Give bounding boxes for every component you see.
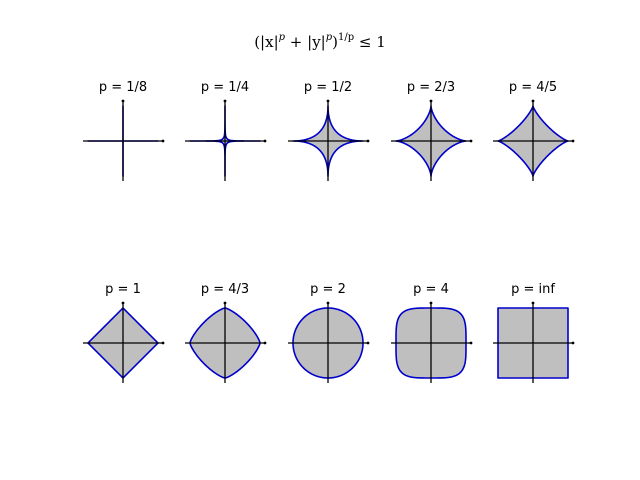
panel-title: p = 4: [413, 282, 449, 297]
x-axis-tip: [263, 341, 267, 345]
panel-title: p = inf: [511, 282, 555, 297]
figure-title: (|x|p + |y|p)1/p ≤ 1: [254, 32, 386, 51]
panel-title: p = 1/2: [304, 80, 352, 95]
y-axis-tip: [326, 301, 330, 305]
panel-title: p = 4/3: [201, 282, 249, 297]
panel-title: p = 4/5: [509, 80, 557, 95]
x-axis-tip: [366, 139, 370, 143]
y-axis-tip: [531, 99, 535, 103]
x-axis-tip: [161, 139, 165, 143]
panel-title: p = 2: [310, 282, 346, 297]
panel-title: p = 2/3: [407, 80, 455, 95]
y-axis-tip: [429, 301, 433, 305]
x-axis-tip: [263, 139, 267, 143]
x-axis-tip: [469, 139, 473, 143]
x-axis-tip: [469, 341, 473, 345]
y-axis-tip: [121, 99, 125, 103]
panel: p = 1/2: [288, 80, 370, 181]
panel: p = 4/5: [493, 80, 575, 181]
y-axis-tip: [531, 301, 535, 305]
panel: p = 4: [391, 282, 473, 383]
panel-title: p = 1/4: [201, 80, 249, 95]
panel: p = 1/4: [185, 80, 267, 181]
panel: p = 2: [288, 282, 370, 383]
y-axis-tip: [223, 99, 227, 103]
x-axis-tip: [366, 341, 370, 345]
panel: p = inf: [493, 282, 575, 383]
panel: p = 4/3: [185, 282, 267, 383]
panel-title: p = 1: [105, 282, 141, 297]
y-axis-tip: [121, 301, 125, 305]
x-axis-tip: [161, 341, 165, 345]
panel: p = 1/8: [83, 80, 165, 181]
panel-title: p = 1/8: [99, 80, 147, 95]
panel: p = 1: [83, 282, 165, 383]
x-axis-tip: [571, 341, 575, 345]
y-axis-tip: [429, 99, 433, 103]
x-axis-tip: [571, 139, 575, 143]
y-axis-tip: [326, 99, 330, 103]
panel: p = 2/3: [391, 80, 473, 181]
panel-grid: p = 1/8 p = 1/4 p = 1/2 p = 2/3 p = 4/5 p = 1…: [83, 80, 575, 383]
y-axis-tip: [223, 301, 227, 305]
